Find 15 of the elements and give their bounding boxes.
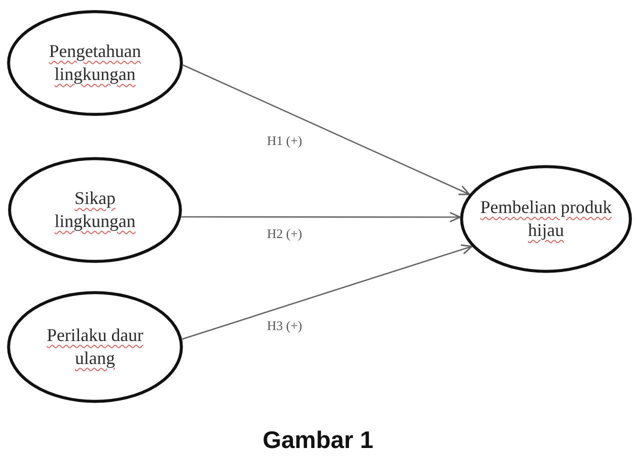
figure-caption: Gambar 1	[262, 427, 374, 455]
node-label: Sikap lingkungan	[54, 187, 136, 233]
arrow	[181, 212, 461, 222]
node-label: Pengetahuan lingkungan	[48, 40, 142, 86]
edge-label: H1 (+)	[265, 133, 304, 148]
node-label: Perilaku daur ulang	[46, 324, 144, 370]
arrow	[182, 64, 470, 196]
edge-label: H2 (+)	[265, 226, 304, 241]
ellipse-node	[7, 291, 183, 403]
ellipse-node	[7, 10, 183, 116]
arrow	[182, 244, 473, 340]
node-label: Pembelian produk hijau	[479, 196, 613, 242]
edge-label: H3 (+)	[265, 318, 304, 333]
ellipse-node	[8, 157, 182, 263]
ellipse-node	[460, 165, 632, 273]
